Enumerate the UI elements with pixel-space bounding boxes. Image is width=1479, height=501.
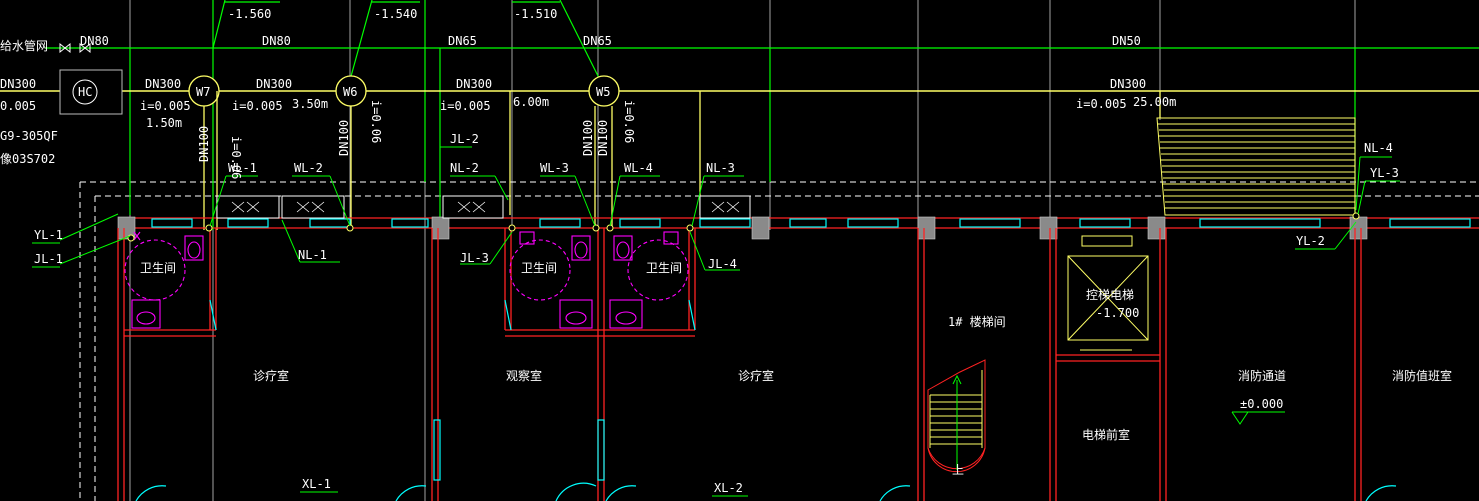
doors [135, 299, 1397, 501]
room-elevator-lobby: 电梯前室 [1082, 427, 1130, 442]
manhole-w7: W7 [196, 85, 210, 99]
stair-icon [927, 359, 986, 473]
room-clinic-2: 诊疗室 [738, 368, 774, 383]
outer-boundary [79, 181, 1479, 501]
tag-nl4: NL-4 [1364, 141, 1393, 155]
exterior-wall [118, 217, 1479, 229]
dn65-b: DN65 [583, 34, 612, 48]
elevator-icon [1067, 235, 1149, 351]
elev-w5: -1.510 [514, 7, 557, 21]
tag-nl2: NL-2 [450, 161, 479, 175]
room-fire-duty: 消防值班室 [1392, 368, 1452, 383]
manhole-w5: W5 [596, 85, 610, 99]
ramp-hatch [1156, 117, 1356, 216]
tag-jl1: JL-1 [34, 252, 63, 266]
room-clinic-1: 诊疗室 [253, 368, 289, 383]
elevator-elevation: -1.700 [1096, 306, 1139, 320]
tag-leaders [32, 146, 1400, 497]
tag-yl1: YL-1 [34, 228, 63, 242]
room-restroom-2: 卫生间 [521, 261, 557, 275]
slope-v1: i=0.06 [229, 136, 243, 179]
len-600: 6.00m [513, 95, 549, 109]
tag-nl1: NL-1 [298, 248, 327, 262]
dn100-b: DN100 [337, 120, 351, 156]
tag-wl1: WL-1 [228, 161, 257, 175]
riser-dots [127, 212, 1360, 242]
tag-wl3: WL-3 [540, 161, 569, 175]
tag-jl3: JL-3 [460, 251, 489, 265]
hc-code: 像03S702 [0, 152, 55, 166]
vent-box-x [231, 201, 740, 213]
slope-a: i=0.005 [140, 99, 191, 113]
dn300-d: DN300 [1110, 77, 1146, 91]
columns [117, 216, 1368, 240]
text-layer: -1.560 -1.540 -1.510 给水管网 DN80 DN80 DN65… [0, 7, 1452, 495]
hc-model: G9-305QF [0, 129, 58, 143]
stair-up-label: 上 [952, 463, 964, 477]
dn100-c: DN100 [581, 120, 595, 156]
vent-boxes [216, 195, 751, 219]
dn100-d: DN100 [596, 120, 610, 156]
slope-v2: i=0.06 [369, 100, 383, 143]
slope-d: i=0.005 [1076, 97, 1127, 111]
dn300-b: DN300 [256, 77, 292, 91]
dn300-a: DN300 [145, 77, 181, 91]
room-fire-passage: 消防通道 [1238, 368, 1286, 383]
dn65-a: DN65 [448, 34, 477, 48]
len-350: 3.50m [292, 97, 328, 111]
tag-xl1: XL-1 [302, 477, 331, 491]
tag-yl2: YL-2 [1296, 234, 1325, 248]
dn300-c: DN300 [456, 77, 492, 91]
drain-branches [203, 91, 1161, 230]
hc-label: HC [78, 85, 92, 99]
hc-tank [59, 69, 123, 115]
len-2500: 25.00m [1133, 95, 1176, 109]
tag-wl2: WL-2 [294, 161, 323, 175]
tag-yl3: YL-3 [1370, 166, 1399, 180]
tag-wl4: WL-4 [624, 161, 653, 175]
tag-xl2: XL-2 [714, 481, 743, 495]
room-restroom-1: 卫生间 [140, 261, 176, 275]
slope-v3: i=0.06 [622, 100, 636, 143]
room-elevator: 控梯电梯 [1086, 288, 1134, 302]
elev-w6: -1.540 [374, 7, 417, 21]
dn50: DN50 [1112, 34, 1141, 48]
interior-walls [117, 228, 1362, 501]
dn80-left: DN80 [80, 34, 109, 48]
tag-nl3: NL-3 [706, 161, 735, 175]
elev-w7: -1.560 [228, 7, 271, 21]
dn100-a: DN100 [197, 126, 211, 162]
water-main-label: 给水管网 [0, 38, 48, 53]
slope-c: i=0.005 [440, 99, 491, 113]
dn80-mid: DN80 [262, 34, 291, 48]
valve-icon [59, 42, 91, 54]
elevation-symbol [1231, 411, 1285, 425]
fixtures [124, 231, 689, 329]
slope-b: i=0.005 [232, 99, 283, 113]
tag-jl4: JL-4 [708, 257, 737, 271]
floor-elevation: ±0.000 [1240, 397, 1283, 411]
tag-jl2: JL-2 [450, 132, 479, 146]
room-stair-1: 1# 楼梯间 [948, 314, 1006, 329]
dn300-left: DN300 [0, 77, 36, 91]
manhole-w6: W6 [343, 85, 357, 99]
len-150: 1.50m [146, 116, 182, 130]
windows [151, 218, 1471, 228]
room-observation: 观察室 [506, 368, 542, 383]
slope-left: 0.005 [0, 99, 36, 113]
room-restroom-3: 卫生间 [646, 261, 682, 275]
